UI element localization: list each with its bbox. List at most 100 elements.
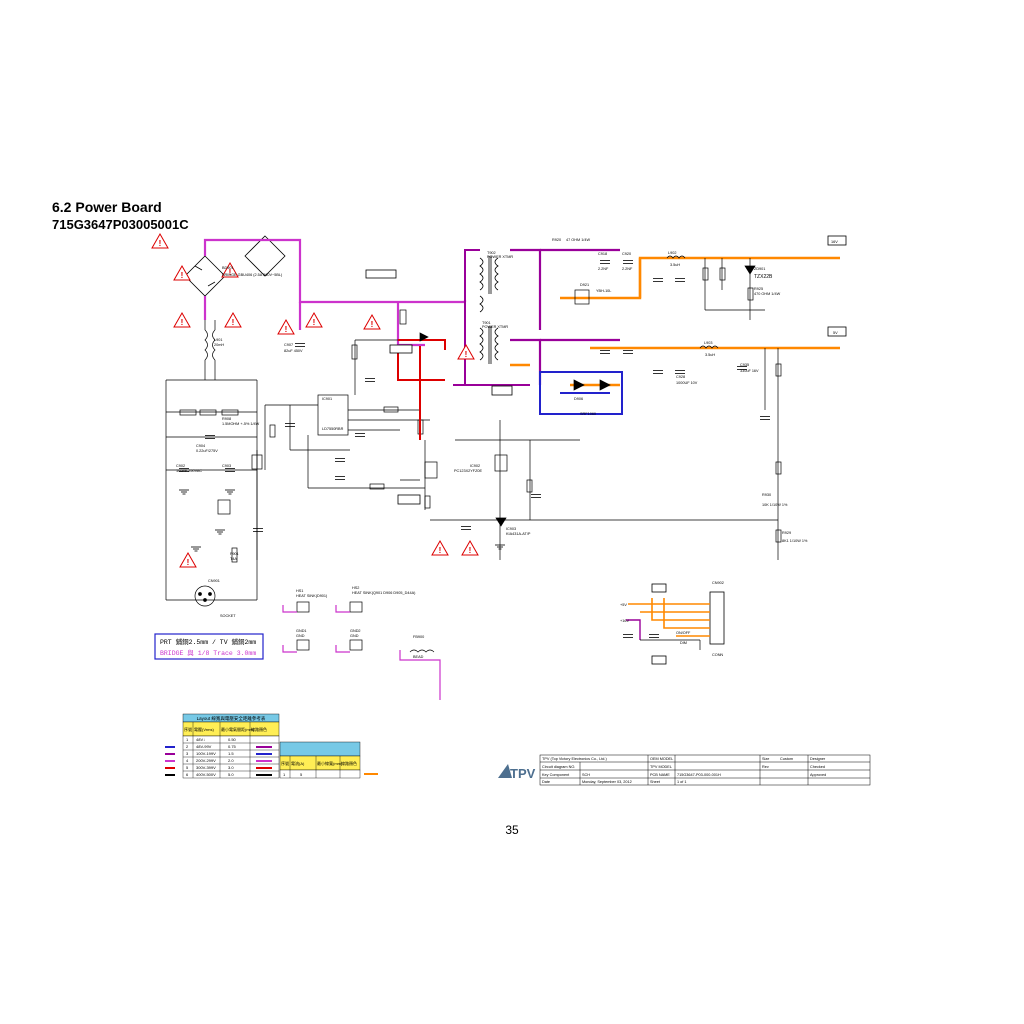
- x-cap-value-label: 0.22uF/275V: [196, 449, 218, 453]
- title-block-sheet-label: Sheet: [650, 780, 661, 784]
- legend-row-2-voltage: 48V-99V: [196, 744, 212, 749]
- optocoupler-part: PC123X2YFZ0E: [454, 469, 483, 473]
- heatsink-1-value: HEAT SINK(D901): [296, 594, 328, 598]
- legend-table-1: [182, 713, 280, 779]
- legend-header-index: 序號: [184, 726, 192, 732]
- legend-row-3-voltage: 100V-199V: [196, 751, 216, 756]
- legend-row-3-index: 3: [186, 751, 189, 756]
- legend-swatches: [165, 746, 378, 776]
- legend-row-6-index: 6: [186, 772, 189, 777]
- heatsink-2-value: HEAT SINK(Q901 D906 D905_D44A): [352, 591, 416, 595]
- connector-signal-5v: +5V: [620, 603, 627, 607]
- legend-table-1-header: 序號 電壓(Vrms) 最小電氣間距(mm) 線路顏色: [184, 726, 267, 732]
- optocoupler-ref: IC902: [470, 464, 480, 468]
- output-5v-trace: [510, 346, 840, 387]
- title-block-oem-model: OEM MODEL: [650, 757, 673, 761]
- title-block-date-label: Date: [542, 780, 550, 784]
- title-block-size-label: Size: [762, 757, 769, 761]
- legend-row-3-clearance: 1.5: [228, 751, 234, 756]
- t902-name-label: POWER XTMR: [487, 255, 513, 259]
- connector-name-label: CONN: [712, 653, 723, 657]
- inductor-5v-value: 3.5uH: [705, 353, 715, 357]
- rectifier-5v-ref: D906: [574, 397, 583, 401]
- connector-ref-label: CN902: [712, 581, 724, 585]
- divider-r1-value: 10K 1/10W 1%: [762, 503, 788, 507]
- bridge-rectifier: [184, 235, 286, 297]
- rail-labels: [827, 235, 847, 337]
- socket-ref-label: CN901: [208, 579, 220, 583]
- divider-r2-ref: R929: [782, 531, 791, 535]
- x-cap-ref-label: C904: [196, 444, 205, 448]
- title-block-designer: Designer: [810, 757, 826, 761]
- heatsinks: [296, 601, 435, 653]
- legend-row-1-clearance: 0.50: [228, 737, 237, 742]
- high-voltage-trace: [203, 238, 467, 347]
- rectifier-16v-ref: D921: [580, 283, 589, 287]
- transformer-t902: [479, 256, 499, 313]
- choke-ref-label: L901: [214, 338, 222, 342]
- title-block-date: Monday, September 03, 2012: [582, 780, 632, 784]
- zener-ref: ZD901: [754, 267, 765, 271]
- fuse-ref-label: F901: [230, 552, 239, 556]
- inductor-16v-ref: L902: [668, 251, 676, 255]
- rectifier-16v-value: YBH-10L: [596, 289, 611, 293]
- legend2-header-color: 線路顏色: [341, 760, 357, 766]
- component-labels: BD901 BRIDGE GBU406 (2.5A 560V~5BL) L901…: [176, 238, 838, 659]
- y-cap1-ref-label: C902: [176, 464, 185, 468]
- title-block-circuit-no: Circuit diagram NO.: [542, 765, 575, 769]
- zener-r-value: 470 OHM 1/4W: [754, 292, 781, 296]
- snubber-c2-value: 2.2NF: [622, 267, 633, 271]
- shunt-ref: IC903: [506, 527, 516, 531]
- fuse-value-label: T4A: [230, 557, 237, 561]
- bridge-ref-label: BD901: [222, 266, 234, 270]
- transformer-t901: [479, 326, 499, 364]
- bead-ref: FB900: [413, 635, 424, 639]
- t901-name-label: POWER XTMR: [482, 325, 508, 329]
- bridge-part-label: BRIDGE GBU406 (2.5A 560V~5BL): [222, 273, 283, 277]
- title-block-pcb-name-label: PCB NAME: [650, 773, 670, 777]
- title-block-tpv-model: TPV MODEL: [650, 765, 672, 769]
- inductor-5v-ref: L903: [704, 341, 712, 345]
- tpv-logo-text: TPV: [510, 766, 536, 781]
- cap-out-value: 330uF 16V: [740, 369, 759, 373]
- legend2-header-index: 序號: [281, 760, 289, 766]
- title-block-sheet: 1 of 1: [677, 780, 687, 784]
- connector-cn902: [622, 583, 725, 665]
- controller-section: [264, 309, 438, 510]
- legend-row-1-index: 1: [186, 737, 189, 742]
- title-block-rev-label: Rev: [762, 765, 769, 769]
- legend-row-5-clearance: 3.0: [228, 765, 234, 770]
- legend-row-2-clearance: 0.75: [228, 744, 237, 749]
- ic-boxes: [365, 269, 513, 505]
- divider-r2-value: 8K1 1/10W 1%: [782, 539, 808, 543]
- snubber-c1-value: 2.2NF: [598, 267, 609, 271]
- gnd-2-ref: GND2: [350, 629, 361, 633]
- legend-row-4-clearance: 2.0: [228, 758, 234, 763]
- socket-value-label: SOCKET: [220, 614, 236, 618]
- t902-ref-label: T902: [487, 251, 496, 255]
- page-number: 35: [505, 823, 519, 837]
- legend-table-1-rows: 1 48V↓ 0.50 2 48V-99V 0.75 3 100V-199V 1…: [186, 737, 237, 777]
- legend-row-1-voltage: 48V↓: [196, 737, 205, 742]
- input-section: [165, 320, 263, 607]
- legend-table-1-title: Layout 線寬與電壓安全距離參考表: [197, 715, 266, 722]
- connector-signal-onoff: ON/OFF: [676, 631, 691, 635]
- legend-row-2-index: 2: [186, 744, 189, 749]
- rail-16v-label: 16V: [831, 240, 838, 244]
- title-block-checked: Checked: [810, 765, 825, 769]
- layout-note-line-2: BRIDGE 與 1/8 Trace 3.0mm: [160, 648, 256, 657]
- legend-row-4-voltage: 200V-299V: [196, 758, 216, 763]
- gnd-1-value: GND: [296, 634, 305, 638]
- divider-r1-ref: R930: [762, 493, 771, 497]
- cap-5v-ref: C928: [676, 375, 685, 379]
- title-block-size: Custom: [780, 757, 793, 761]
- bulk-cap-ref-label: C907: [284, 343, 293, 347]
- bleeder-value-label: 1.5MOHM +-5% 1/4W: [222, 422, 260, 426]
- input-caps: [178, 343, 306, 532]
- primary-purple-trace: [453, 249, 530, 386]
- warning-triangles: [151, 233, 479, 568]
- snubber-r-ref: R920: [552, 238, 561, 242]
- output-components: [419, 255, 782, 560]
- cap-5v-value: 1000UF 10V: [676, 381, 698, 385]
